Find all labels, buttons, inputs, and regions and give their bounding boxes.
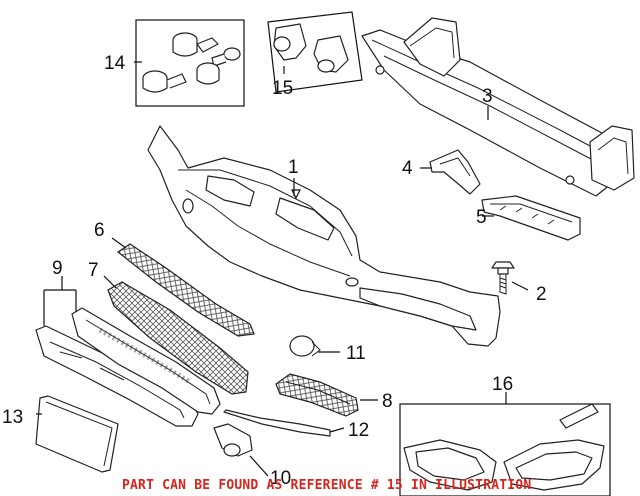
part-16-frame (399, 403, 611, 496)
part-10-sensor-holder (213, 423, 253, 457)
reference-caption: PART CAN BE FOUND AS REFERENCE # 15 IN I… (122, 478, 531, 493)
part-8-side-grille (275, 373, 359, 417)
part-1-bumper-cover (147, 125, 501, 347)
callout-10: 10 (270, 468, 291, 489)
callout-9: 9 (52, 258, 63, 279)
callout-13: 13 (2, 407, 23, 428)
part-14-frame (135, 19, 245, 107)
part-5-mount (481, 195, 581, 241)
part-12-trim-strip (223, 409, 331, 437)
callout-3: 3 (482, 86, 493, 107)
callout-12: 12 (348, 420, 369, 441)
callout-16: 16 (492, 374, 513, 395)
callout-11: 11 (346, 343, 366, 364)
callout-6: 6 (94, 220, 105, 241)
callout-labels: 1 2 3 4 5 6 7 8 9 10 11 12 13 14 15 16 (2, 53, 547, 489)
callout-4: 4 (402, 158, 413, 179)
part-3-bumper-reinforcement (361, 17, 635, 197)
callout-15: 15 (272, 78, 293, 99)
callout-14: 14 (104, 53, 126, 74)
part-13-plate-bracket (35, 395, 119, 473)
part-9-trim-left (35, 325, 199, 427)
leader-lines (36, 61, 529, 477)
part-2-bolt (491, 261, 515, 295)
part-14-parking-sensors (135, 19, 245, 107)
callout-8: 8 (382, 391, 393, 412)
callout-7: 7 (88, 260, 99, 281)
callout-5: 5 (476, 207, 487, 228)
part-11-tow-cap (289, 335, 321, 357)
callout-1: 1 (288, 157, 299, 178)
part-16-fog-lamp-trims (399, 403, 611, 496)
part-9-trim-right (71, 307, 221, 415)
part-4-bracket (429, 149, 481, 195)
callout-2: 2 (536, 284, 547, 305)
part-15-frame (267, 11, 363, 93)
part-15-sensor-brackets (267, 11, 363, 93)
part-7-center-grille (107, 281, 249, 395)
part-6-upper-grille (116, 243, 255, 337)
